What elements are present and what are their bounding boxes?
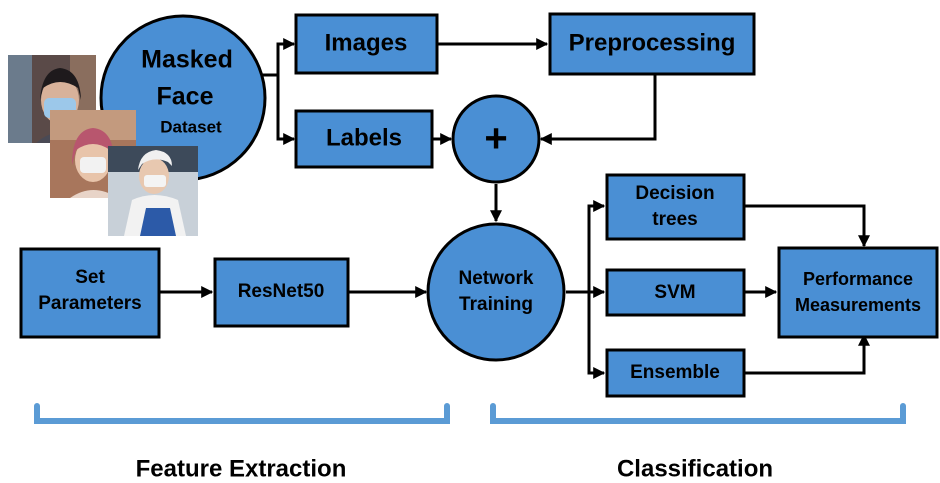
feature-extraction-label: Feature Extraction [136,455,347,482]
combine-symbol: + [484,117,507,161]
edge-dataset-to-images [262,38,296,77]
resnet50-node: ResNet50 [213,257,350,328]
performance-label-line1: Performance [803,269,913,289]
set-parameters-node: Set Parameters [19,247,161,339]
images-node: Images [294,13,439,75]
edge-training-to-decision-trees [587,200,606,292]
ensemble-node: Ensemble [605,348,746,398]
network-training-label-line2: Training [459,294,533,315]
decision-trees-label-line2: trees [652,209,697,230]
network-training-label-line1: Network [459,268,534,289]
edge-preprocessing-to-combine [539,75,657,145]
ensemble-label: Ensemble [630,362,720,383]
preprocessing-label: Preprocessing [569,29,736,56]
decision-trees-node: Decision trees [605,173,746,241]
classification-bracket [490,403,906,424]
dataset-photos [8,55,198,236]
decision-trees-label-line1: Decision [635,183,714,204]
dataset-label-line1: Masked [141,46,233,74]
network-training-node: Network Training [426,222,566,362]
edges [160,38,870,379]
edge-dataset-to-labels [276,75,296,145]
preprocessing-node: Preprocessing [548,12,756,76]
classification-label: Classification [617,455,773,482]
performance-node: Performance Measurements [777,246,939,339]
combine-node: + [451,94,541,184]
images-label: Images [325,29,408,56]
labels-label: Labels [326,124,402,151]
masked-face-photo-3 [108,146,198,236]
edge-decision-trees-to-performance [745,204,870,248]
dataset-label-line2: Face [157,83,214,111]
svm-node: SVM [605,268,746,317]
resnet50-label: ResNet50 [238,281,325,302]
svm-label: SVM [654,282,695,303]
performance-label-line2: Measurements [795,295,921,315]
labels-node: Labels [294,109,434,169]
feature-extraction-bracket [34,403,450,424]
edge-training-to-ensemble [587,292,606,379]
dataset-label-line3: Dataset [160,117,222,136]
edge-ensemble-to-performance [745,333,870,375]
set-parameters-label-line1: Set [75,267,105,288]
dataset-node: Masked Face Dataset [99,14,267,182]
set-parameters-label-line2: Parameters [38,293,142,314]
